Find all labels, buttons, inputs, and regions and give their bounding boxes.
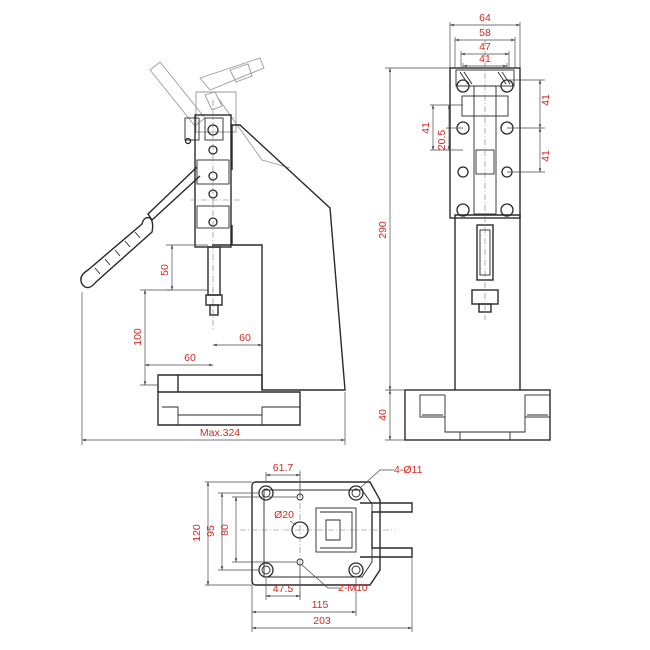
top-view: 61.7 4-Ø11 Ø20 120 95 80 2-M10 47.5 115 …	[191, 462, 423, 632]
dim-hole-d20: Ø20	[274, 509, 294, 521]
mount-hole-bl	[258, 562, 274, 578]
mount-hole-tl	[258, 485, 274, 501]
base-plate	[157, 391, 301, 426]
dim-height-95: 95	[205, 525, 217, 537]
dim-height-120: 120	[191, 524, 203, 542]
dim-left-41: 41	[420, 122, 432, 134]
dim-height-100: 100	[132, 328, 144, 346]
frame	[177, 124, 346, 392]
ram	[207, 246, 221, 296]
dim-47-5: 47.5	[273, 583, 294, 595]
dim-stroke-50: 50	[159, 264, 171, 276]
dim-base-40: 40	[377, 409, 389, 421]
dim-width-41: 41	[479, 53, 491, 65]
label-2-m10: 2-M10	[338, 582, 368, 594]
label-4-d11: 4-Ø11	[394, 464, 423, 476]
dim-width-47: 47	[479, 41, 491, 53]
side-view: 50 100 60 60 Max.324	[80, 57, 346, 445]
front-view: 64 58 47 41 41 20.5 41 41 290 40	[377, 12, 552, 441]
handle-grip	[80, 216, 154, 289]
dim-203: 203	[313, 615, 331, 627]
mount-hole-tr	[348, 485, 364, 501]
dim-width-64: 64	[479, 12, 491, 24]
mount-hole-br	[348, 562, 364, 578]
dim-right-41-top: 41	[540, 94, 552, 106]
dim-height-80: 80	[219, 524, 231, 536]
dim-left-20-5: 20.5	[436, 130, 448, 151]
dim-height-290: 290	[377, 221, 389, 239]
handle-lever	[147, 166, 201, 222]
dim-max-length: Max.324	[200, 427, 240, 439]
dim-depth-60-lower: 60	[184, 352, 196, 364]
dim-61-7: 61.7	[273, 462, 294, 474]
dim-right-41-bottom: 41	[540, 150, 552, 162]
top-base-outline	[251, 481, 381, 586]
dim-depth-60-upper: 60	[239, 332, 251, 344]
dim-115: 115	[312, 599, 329, 611]
dim-width-58: 58	[479, 27, 491, 39]
